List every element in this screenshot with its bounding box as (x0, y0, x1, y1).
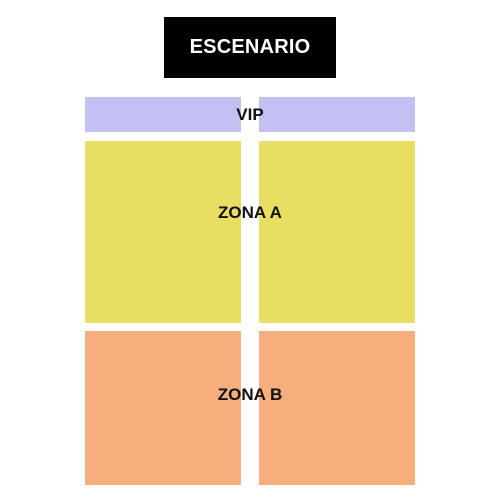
section-zona-a-right[interactable] (259, 141, 415, 323)
section-zona-a-left[interactable] (85, 141, 241, 323)
section-vip-right[interactable] (259, 97, 415, 132)
section-vip-left[interactable] (85, 97, 241, 132)
section-label-zona-a: ZONA A (218, 203, 282, 222)
stage: ESCENARIO (164, 17, 336, 78)
section-zona-b-left[interactable] (85, 331, 241, 485)
stage-label: ESCENARIO (189, 36, 311, 58)
section-zona-b-right[interactable] (259, 331, 415, 485)
section-label-vip: VIP (236, 105, 264, 124)
section-label-zona-b: ZONA B (217, 385, 283, 404)
